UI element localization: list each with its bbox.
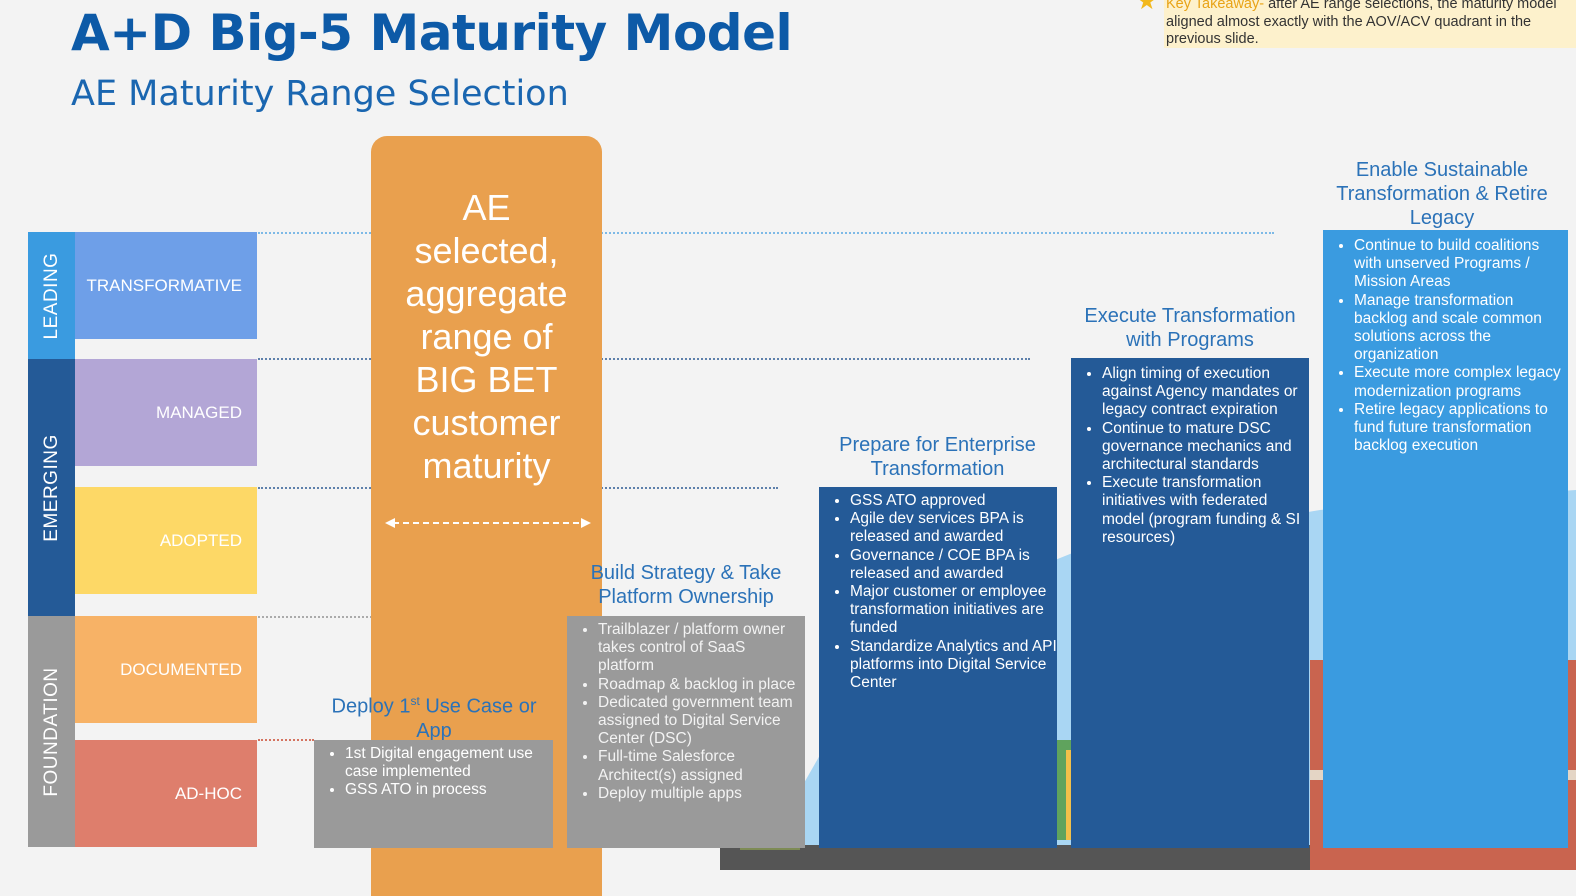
range-arrow-icon: [385, 518, 591, 528]
step-1-title-sup: st: [410, 694, 420, 708]
step-5-box: Continue to build coalitions with unserv…: [1323, 230, 1568, 848]
key-takeaway: Key Takeaway- after AE range selections,…: [1164, 0, 1576, 48]
step-3-title: Prepare for Enterprise Transformation: [839, 434, 1036, 480]
list-item: Roadmap & backlog in place: [598, 676, 805, 694]
key-takeaway-text: after AE range selections, the maturity …: [1166, 0, 1557, 47]
category-leading: LEADING: [28, 232, 75, 359]
step-1-box: 1st Digital engagement use case implemen…: [314, 740, 553, 848]
step-5-list: Continue to build coalitions with unserv…: [1323, 237, 1568, 455]
list-item: Execute transformation initiatives with …: [1102, 474, 1309, 547]
step-2-title: Build Strategy & Take Platform Ownership: [590, 562, 782, 608]
level-transformative: TRANSFORMATIVE: [75, 232, 257, 339]
step-4-title: Execute Transformation with Programs: [1084, 305, 1296, 351]
list-item: Governance / COE BPA is released and awa…: [850, 547, 1057, 583]
page-subtitle: AE Maturity Range Selection: [71, 74, 569, 114]
step-5-title: Enable Sustainable Transformation & Reti…: [1336, 159, 1548, 229]
step-4-box: Align timing of execution against Agency…: [1071, 358, 1309, 848]
list-item: Full-time Salesforce Architect(s) assign…: [598, 748, 805, 784]
level-documented: DOCUMENTED: [75, 616, 257, 723]
step-2-box: Trailblazer / platform owner takes contr…: [567, 616, 805, 848]
list-item: GSS ATO approved: [850, 492, 1057, 510]
list-item: Major customer or employee transformatio…: [850, 583, 1057, 638]
step-1-list: 1st Digital engagement use case implemen…: [314, 745, 553, 800]
list-item: Continue to build coalitions with unserv…: [1354, 237, 1568, 292]
list-item: Continue to mature DSC governance mechan…: [1102, 420, 1309, 475]
step-2-list: Trailblazer / platform owner takes contr…: [567, 621, 805, 803]
star-icon: ★: [1136, 0, 1158, 15]
dotted-line-ad-hoc: [258, 739, 314, 741]
page-title: A+D Big-5 Maturity Model: [71, 4, 793, 62]
step-1-title: Deploy 1st Use Case or App: [318, 689, 550, 743]
list-item: Trailblazer / platform owner takes contr…: [598, 621, 805, 676]
ae-range-label: AE selected, aggregate range of BIG BET …: [405, 187, 568, 486]
list-item: Retire legacy applications to fund futur…: [1354, 401, 1568, 456]
category-emerging: EMERGING: [28, 359, 75, 616]
list-item: Align timing of execution against Agency…: [1102, 365, 1309, 420]
key-takeaway-label: Key Takeaway-: [1166, 0, 1265, 12]
step-3-list: GSS ATO approved Agile dev services BPA …: [819, 492, 1057, 692]
level-managed: MANAGED: [75, 359, 257, 466]
list-item: Standardize Analytics and API platforms …: [850, 638, 1057, 693]
dotted-line-transformative: [258, 232, 1274, 234]
list-item: Deploy multiple apps: [598, 785, 805, 803]
level-ad-hoc: AD-HOC: [75, 740, 257, 847]
step-3-box: GSS ATO approved Agile dev services BPA …: [819, 487, 1057, 848]
step-4-list: Align timing of execution against Agency…: [1071, 365, 1309, 547]
category-label: FOUNDATION: [40, 666, 62, 797]
category-label: LEADING: [40, 252, 62, 339]
category-label: EMERGING: [40, 433, 62, 542]
category-foundation: FOUNDATION: [28, 616, 75, 847]
list-item: Dedicated government team assigned to Di…: [598, 694, 805, 749]
level-adopted: ADOPTED: [75, 487, 257, 594]
list-item: Execute more complex legacy modernizatio…: [1354, 364, 1568, 400]
dotted-line-managed: [258, 358, 1030, 360]
list-item: Manage transformation backlog and scale …: [1354, 292, 1568, 365]
list-item: 1st Digital engagement use case implemen…: [345, 745, 553, 781]
step-1-title-rest: Use Case or App: [416, 695, 537, 742]
step-1-title-main: Deploy 1: [331, 695, 411, 718]
list-item: Agile dev services BPA is released and a…: [850, 510, 1057, 546]
list-item: GSS ATO in process: [345, 781, 553, 799]
